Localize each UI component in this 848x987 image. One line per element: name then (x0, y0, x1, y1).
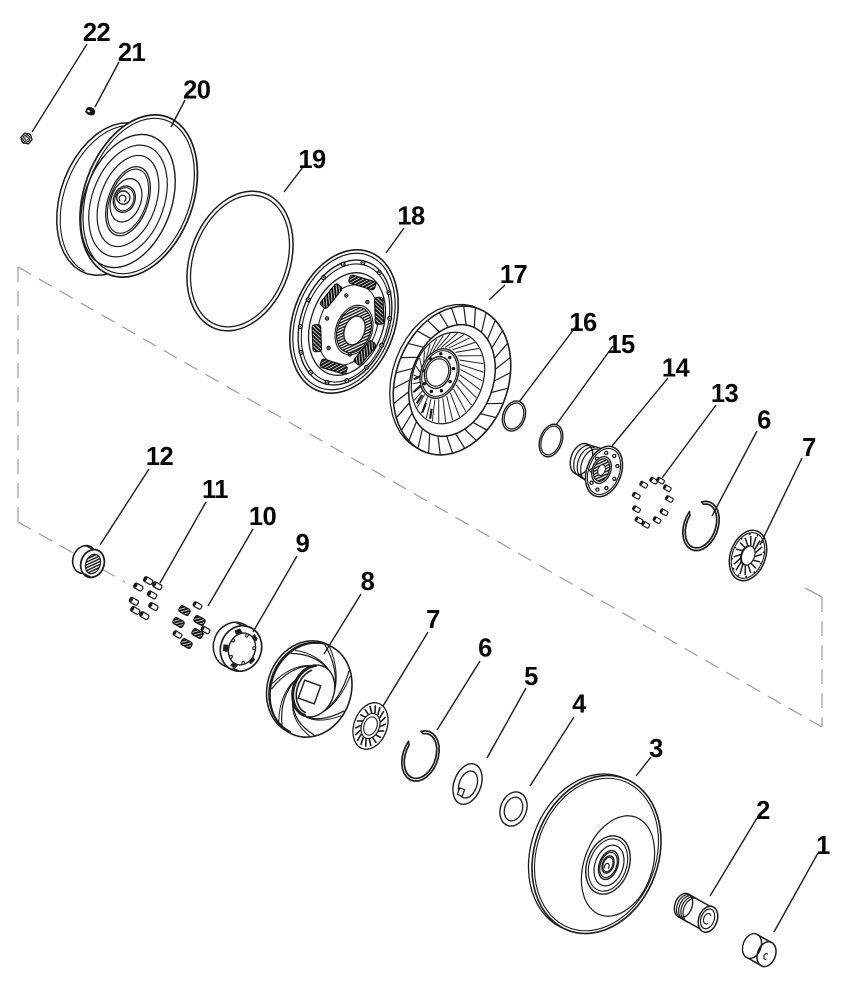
svg-text:5: 5 (524, 663, 538, 691)
svg-text:3: 3 (649, 735, 663, 763)
svg-text:8: 8 (361, 568, 375, 596)
svg-text:19: 19 (298, 146, 326, 174)
svg-text:4: 4 (572, 691, 587, 719)
svg-text:11: 11 (202, 476, 228, 504)
svg-text:2: 2 (756, 797, 770, 825)
svg-text:16: 16 (569, 309, 597, 337)
svg-text:9: 9 (296, 530, 310, 558)
svg-text:6: 6 (478, 635, 492, 663)
svg-text:14: 14 (662, 354, 691, 382)
svg-text:7: 7 (426, 606, 440, 634)
svg-text:17: 17 (500, 261, 528, 289)
svg-text:6: 6 (757, 407, 771, 435)
svg-text:22: 22 (83, 19, 111, 47)
svg-text:20: 20 (183, 77, 211, 105)
svg-text:10: 10 (249, 503, 277, 531)
svg-text:21: 21 (118, 39, 146, 67)
svg-text:18: 18 (397, 203, 425, 231)
svg-text:15: 15 (607, 331, 635, 359)
svg-text:13: 13 (711, 380, 739, 408)
svg-text:12: 12 (146, 443, 174, 471)
svg-text:7: 7 (802, 434, 816, 462)
svg-text:1: 1 (816, 832, 830, 860)
